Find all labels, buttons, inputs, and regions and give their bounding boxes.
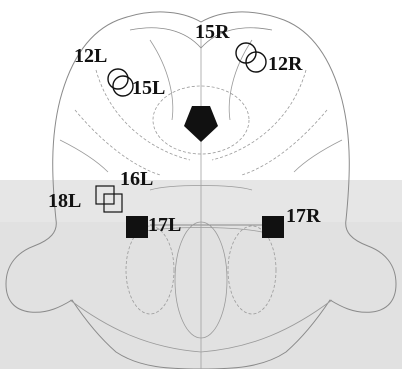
label-17L: 17L [148,214,181,236]
label-17R: 17R [286,205,321,227]
label-18L: 18L [48,190,81,212]
label-15L: 15L [132,77,165,99]
label-12L: 12L [74,45,107,67]
label-16L: 16L [120,168,153,190]
right-dashed-tract-2 [242,110,327,175]
central-aqueduct [184,106,218,142]
right-dashed-tract [212,70,306,160]
right-lateral-line [294,140,342,172]
label-15R: 15R [195,21,230,43]
right-fold [229,40,252,120]
label-12R: 12R [268,53,303,75]
site-12L-circle [108,69,128,89]
site-17L-square [126,216,148,238]
site-15L-circle [113,76,133,96]
left-lateral-line [60,140,108,172]
site-17R-square [262,216,284,238]
left-dashed-tract-2 [75,110,160,175]
